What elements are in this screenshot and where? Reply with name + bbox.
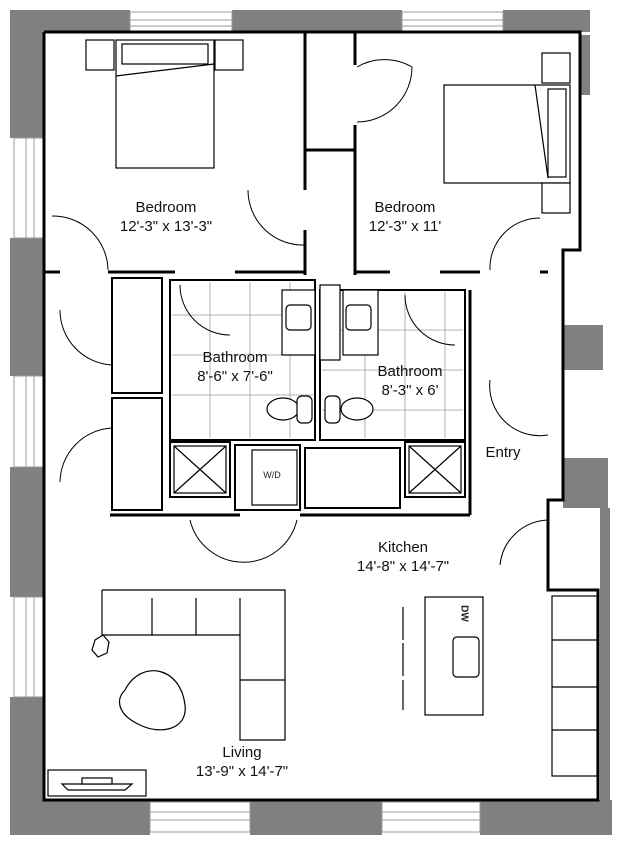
exterior-walls [10,10,612,835]
door-swings [51,59,549,566]
room-label-kitchen: Kitchen 14'-8" x 14'-7" [357,538,449,576]
room-name: Kitchen [377,539,429,556]
room-dimensions: 12'-3" x 11' [368,218,442,235]
dishwasher-label: DW [458,605,470,622]
windows [13,11,504,833]
room-name: Bathroom [377,363,443,380]
room-name: Bedroom [374,199,436,216]
room-label-bathroom-2: Bathroom 8'-3" x 6' [377,362,442,400]
fixtures [47,39,598,797]
room-dimensions: 13'-9" x 14'-7" [195,763,289,780]
room-label-bathroom-1: Bathroom 8'-6" x 7'-6" [197,348,273,386]
room-name: Bedroom [135,199,197,216]
room-label-living: Living 13'-9" x 14'-7" [196,743,288,781]
bathroom-tile-grid [172,282,463,438]
room-name: Entry [485,444,521,461]
room-name: Living [222,744,262,761]
washer-dryer-label: W/D [263,470,281,480]
room-dimensions: 14'-8" x 14'-7" [356,558,450,575]
room-dimensions: 8'-3" x 6' [381,382,439,399]
room-label-bedroom-1: Bedroom 12'-3" x 13'-3" [120,198,212,236]
room-dimensions: 12'-3" x 13'-3" [119,218,213,235]
interior-walls [42,30,600,802]
room-label-entry: Entry [485,443,520,462]
room-name: Bathroom [202,349,268,366]
room-dimensions: 8'-6" x 7'-6" [197,368,273,385]
room-label-bedroom-2: Bedroom 12'-3" x 11' [369,198,441,236]
